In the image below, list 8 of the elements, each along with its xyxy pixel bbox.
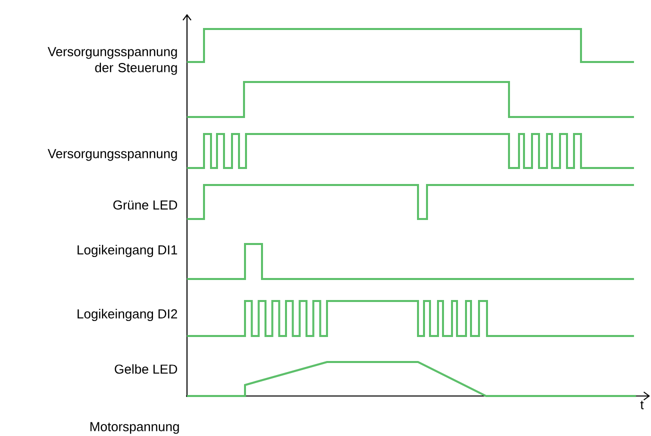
signal-label: Versorgungsspannung	[48, 149, 177, 161]
signal-label: Motorspannung	[90, 422, 179, 434]
signal-label: Grüne LED	[113, 200, 178, 210]
signal-label: Logikeingang DI1	[78, 244, 178, 258]
axis-label: t	[640, 400, 644, 410]
signal-label: Versorgungsspannung der Steuerung	[48, 47, 177, 75]
signal-label: Gelbe LED	[114, 364, 178, 374]
signal-label: Logikeingang DI2	[78, 308, 178, 322]
